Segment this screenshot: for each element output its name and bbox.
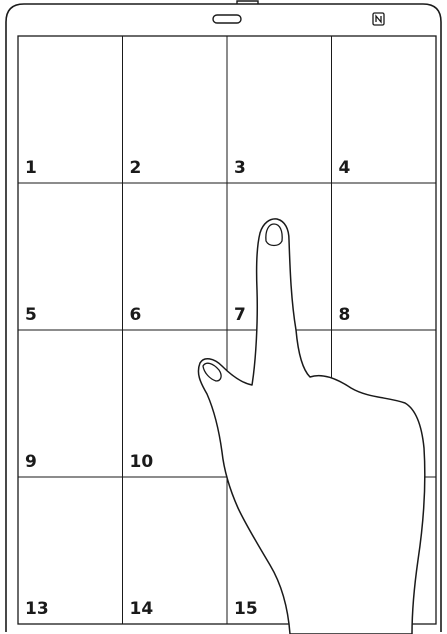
hand-outline [198, 219, 424, 634]
grid-cell-number: 13 [25, 599, 49, 619]
grid-cell-number: 5 [25, 305, 37, 325]
grid-cell-number: 14 [130, 599, 154, 619]
pointing-finger-icon [198, 219, 424, 634]
grid-cell-number: 7 [234, 305, 246, 325]
grid-cell-number: 9 [25, 452, 37, 472]
grid-cell-number: 1 [25, 158, 37, 178]
grid-cell-number: 3 [234, 158, 246, 178]
grid-cell-number: 2 [130, 158, 142, 178]
grid-cell-number: 15 [234, 599, 258, 619]
speaker-slot-icon [213, 15, 241, 23]
grid-cell-number: 8 [339, 305, 351, 325]
grid-cell-number: 4 [339, 158, 351, 178]
nfc-icon [373, 13, 384, 25]
grid-cell-number: 10 [130, 452, 154, 472]
grid-cell-number: 6 [130, 305, 142, 325]
